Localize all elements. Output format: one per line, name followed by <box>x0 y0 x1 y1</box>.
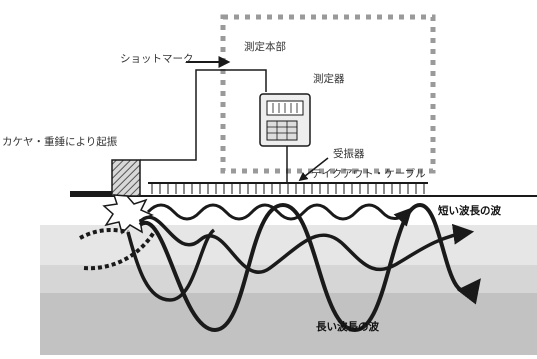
dotted-wave-upper <box>79 228 129 240</box>
source-rod <box>70 191 112 197</box>
hq-dashed-box <box>220 14 436 174</box>
label-takeout-cable: テイクアウト・ケーブル <box>311 168 426 180</box>
dotted-wave-lower <box>83 230 156 271</box>
source-hammer <box>111 159 141 197</box>
instrument-icon <box>259 93 311 147</box>
deep-wave-left <box>126 228 216 302</box>
label-hq: 測定本部 <box>244 41 286 53</box>
medium-wave-path <box>138 215 475 274</box>
shot-mark-wire <box>140 69 267 161</box>
label-shot-mark: ショットマーク <box>120 53 194 65</box>
layer-bottom <box>40 293 537 355</box>
geophone-array <box>151 183 425 194</box>
label-short-wave: 短い波長の波 <box>438 205 501 217</box>
long-wave-path <box>138 202 481 333</box>
label-hammer-excite: カケヤ・重錘により起振 <box>2 136 118 148</box>
label-long-wave: 長い波長の波 <box>316 321 379 333</box>
label-geophone: 受振器 <box>333 148 365 160</box>
geophone-arrow <box>298 157 329 182</box>
short-wave-path <box>146 203 413 227</box>
label-instrument: 測定器 <box>313 73 345 85</box>
